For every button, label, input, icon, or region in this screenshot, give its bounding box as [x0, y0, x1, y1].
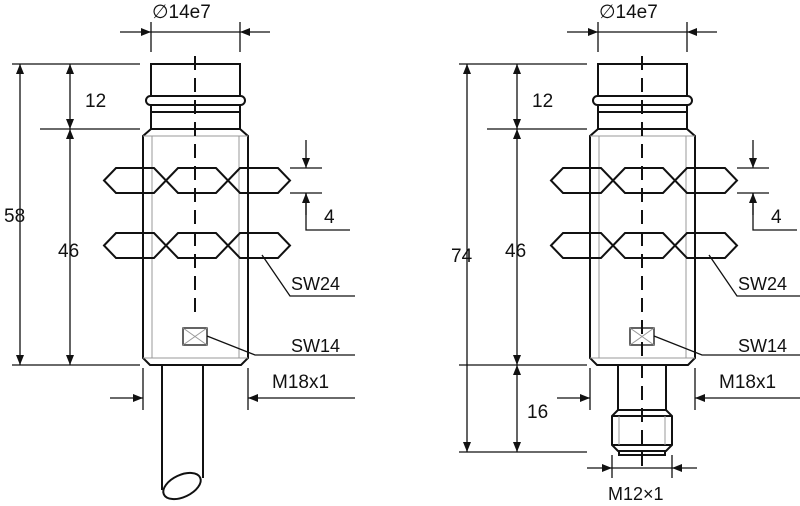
right-sw14-label: SW14 — [738, 336, 787, 356]
left-sw14-label: SW14 — [291, 336, 340, 356]
connector-neck — [617, 365, 667, 410]
nut-thickness-extension — [290, 167, 350, 231]
sw14-leader — [206, 335, 355, 356]
right-connector-thread-label: M12×1 — [608, 484, 664, 504]
right-dim-74: 74 — [451, 246, 473, 267]
threaded-body — [142, 128, 249, 366]
thread-lines — [143, 135, 248, 359]
sensor-neck — [597, 105, 688, 130]
diameter-extension — [150, 22, 241, 52]
hex-nut-face — [226, 167, 292, 194]
connector-thread-lines — [618, 416, 666, 445]
hex-nut-face — [673, 232, 739, 259]
cable-end — [162, 471, 202, 501]
nut-thickness-extension — [737, 167, 797, 231]
right-sw24-label: SW24 — [738, 274, 787, 294]
sensor-neck — [150, 105, 241, 130]
connector-end — [612, 415, 672, 456]
right-sensor-connector-version — [459, 22, 800, 478]
left-sensor-cable-version — [12, 22, 355, 501]
right-thread-label: M18x1 — [719, 372, 776, 393]
right-diameter-label: ∅14e7 — [599, 2, 658, 23]
left-dim-4: 4 — [324, 207, 335, 228]
right-dim-4: 4 — [771, 207, 782, 228]
hex-nut-face — [549, 232, 615, 259]
hex-nut-face — [673, 167, 739, 194]
extension-lines — [12, 63, 140, 366]
hex-nut-face — [611, 167, 677, 194]
hex-nut-face — [102, 232, 168, 259]
hex-nut-face — [164, 167, 230, 194]
sw24-leader — [708, 254, 800, 297]
hex-nut-face — [611, 232, 677, 259]
sw24-leader — [261, 254, 355, 297]
left-dim-12: 12 — [85, 91, 106, 112]
right-dim-12: 12 — [532, 91, 553, 112]
extension-lines — [459, 63, 587, 366]
thread-lines — [590, 135, 695, 359]
left-sw24-label: SW24 — [291, 274, 340, 294]
right-dim-16: 16 — [527, 402, 548, 423]
hex-nut-face — [164, 232, 230, 259]
wrench-flat-cross — [182, 327, 208, 346]
thread-extension — [142, 368, 249, 410]
hex-nut-face — [226, 232, 292, 259]
right-dim-46: 46 — [505, 241, 526, 262]
left-thread-label: M18x1 — [272, 372, 329, 393]
diameter-extension — [597, 22, 688, 52]
cable — [161, 365, 204, 490]
left-dim-58: 58 — [4, 206, 25, 227]
sw14-leader — [653, 335, 800, 356]
hex-nut-face — [549, 167, 615, 194]
thread-extension — [589, 368, 696, 410]
hex-nut-face — [102, 167, 168, 194]
left-dim-46: 46 — [58, 241, 79, 262]
wrench-flat-cross — [629, 327, 655, 346]
left-diameter-label: ∅14e7 — [152, 2, 211, 23]
